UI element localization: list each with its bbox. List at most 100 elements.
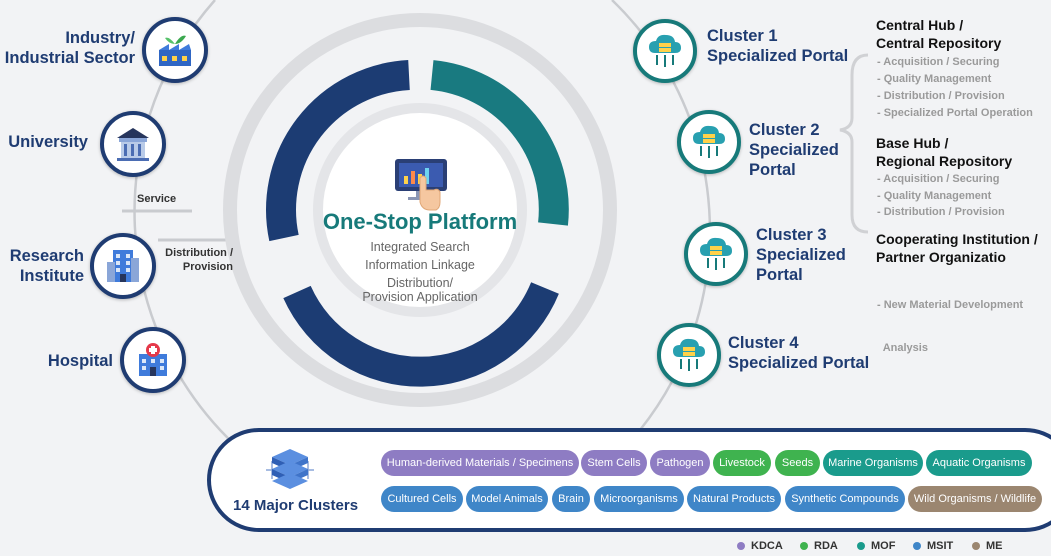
- label-line: Industrial Sector: [4, 49, 135, 67]
- legend-label: RDA: [814, 540, 838, 552]
- list-item: - Distribution / Provision: [877, 206, 1005, 218]
- label-line: University: [8, 133, 88, 151]
- label-line: Cluster 1: [707, 27, 778, 45]
- cluster-pill-marine-organisms: Marine Organisms: [823, 450, 923, 476]
- label-line: Central Hub /: [876, 17, 964, 33]
- label-line: Portal: [749, 161, 796, 179]
- cluster-pill-microorganisms: Microorganisms: [594, 486, 684, 512]
- touch-monitor-icon: [392, 156, 452, 212]
- legend-dot: [737, 542, 745, 550]
- label-line: Cluster 4: [728, 334, 799, 352]
- building-icon: [90, 233, 156, 299]
- label-line: Industry/: [65, 29, 135, 47]
- platform-inner-circle: [313, 103, 527, 317]
- cluster-pill-seeds: Seeds: [775, 450, 820, 476]
- label-line: Cluster 3: [756, 226, 827, 244]
- label-line: Central Repository: [876, 35, 1002, 51]
- list-item: - New Material Development: [877, 299, 1024, 311]
- label-line: Partner Organizatio: [876, 249, 1006, 265]
- platform-feature-provision-application: Provision Application: [362, 290, 478, 304]
- label-line: Research: [9, 247, 84, 265]
- cluster-pill-human-derived: Human-derived Materials / Specimens: [381, 450, 579, 476]
- legend-dot: [913, 542, 921, 550]
- cluster-pill-brain: Brain: [552, 486, 590, 512]
- label-line: Specialized: [756, 246, 846, 264]
- label-line: Specialized Portal: [707, 47, 849, 65]
- label-line: Provision: [182, 261, 233, 273]
- label-line: Portal: [756, 266, 803, 284]
- cluster-4-label: Cluster 4 Specialized Portal: [728, 333, 869, 373]
- label-line: Hospital: [47, 352, 113, 370]
- list-item: - Acquisition / Securing: [877, 56, 1000, 68]
- cooperating-institution-heading: Cooperating Institution / Partner Organi…: [876, 230, 1038, 266]
- cluster-3-cloud-server-icon: [684, 222, 748, 286]
- university-icon: [100, 111, 166, 177]
- list-item: - Quality Management: [877, 189, 992, 202]
- cluster-pill-cultured-cells: Cultured Cells: [381, 486, 463, 512]
- factory-plant-icon: [142, 17, 208, 83]
- platform-title: One-Stop Platform: [322, 209, 518, 234]
- bracket-brace: [839, 53, 869, 234]
- cooperating-institution-items: - New Material Development Analysis: [877, 270, 1023, 384]
- legend-item-me: ME: [972, 540, 1003, 552]
- list-item: - Quality Management: [877, 73, 992, 85]
- legend-label: MOF: [871, 540, 896, 552]
- node-label-university: University: [0, 132, 88, 152]
- node-label-research-institute: Research Institute: [0, 246, 84, 286]
- central-hub-heading: Central Hub / Central Repository: [876, 16, 1001, 52]
- label-line: Cluster 2: [749, 121, 820, 139]
- node-label-hospital: Hospital: [0, 351, 113, 371]
- base-hub-items: - Acquisition / Securing - Quality Manag…: [877, 172, 1005, 222]
- list-item: - Specialized Portal Operation: [877, 107, 1033, 119]
- platform-feature-distribution: Distribution/: [387, 276, 453, 290]
- cluster-3-label: Cluster 3 Specialized Portal: [756, 225, 846, 285]
- legend-dot: [857, 542, 865, 550]
- label-line: Cooperating Institution /: [876, 231, 1038, 247]
- cluster-1-cloud-server-icon: [633, 19, 697, 83]
- cluster-pill-stem-cells: Stem Cells: [581, 450, 647, 476]
- list-item: - Acquisition / Securing: [877, 173, 1000, 185]
- cluster-pill-pathogen: Pathogen: [650, 450, 710, 476]
- legend-label: ME: [986, 540, 1003, 552]
- donut-segment-navy-bottom: [283, 282, 559, 387]
- node-label-industry: Industry/ Industrial Sector: [0, 28, 135, 68]
- legend-label: KDCA: [751, 540, 783, 552]
- cluster-2-cloud-server-icon: [677, 110, 741, 174]
- list-item: - Distribution / Provision: [877, 90, 1005, 102]
- legend-label: MSIT: [927, 540, 954, 552]
- label-line: Regional Repository: [876, 153, 1013, 169]
- cluster-pill-aquatic-organisms: Aquatic Organisms: [926, 450, 1032, 476]
- cluster-pill-model-animals: Model Animals: [466, 486, 548, 512]
- legend-item-mof: MOF: [857, 540, 895, 552]
- cluster-pill-wild-organisms: Wild Organisms / Wildlife: [908, 486, 1042, 512]
- platform-donut: [266, 60, 569, 387]
- platform-feature-integrated-search: Integrated Search: [370, 240, 470, 254]
- donut-segment-teal: [430, 60, 569, 226]
- cluster-1-label: Cluster 1 Specialized Portal: [707, 26, 848, 66]
- hospital-icon: [120, 327, 186, 393]
- legend-dot: [972, 542, 980, 550]
- major-clusters-title: 14 Major Clusters: [233, 497, 359, 514]
- legend-item-kdca: KDCA: [737, 540, 783, 552]
- platform-outer-circle: [223, 13, 617, 407]
- cluster-pill-synthetic-compounds: Synthetic Compounds: [785, 486, 905, 512]
- legend-item-msit: MSIT: [913, 540, 953, 552]
- flow-label-distribution: Distribution / Provision: [158, 246, 233, 274]
- label-line: Specialized Portal: [728, 354, 870, 372]
- cluster-4-cloud-server-icon: [657, 323, 721, 387]
- label-line: Specialized: [749, 141, 839, 159]
- flow-label-service: Service: [137, 193, 177, 205]
- label-line: Institute: [19, 267, 84, 285]
- legend-item-rda: RDA: [800, 540, 838, 552]
- base-hub-heading: Base Hub / Regional Repository: [876, 134, 1012, 170]
- cluster-pill-livestock: Livestock: [713, 450, 771, 476]
- platform-feature-information-linkage: Information Linkage: [365, 258, 475, 272]
- label-line: Distribution /: [165, 247, 233, 259]
- cluster-pill-natural-products: Natural Products: [687, 486, 781, 512]
- cluster-2-label: Cluster 2 Specialized Portal: [749, 120, 839, 180]
- label-line: Base Hub /: [876, 135, 949, 151]
- donut-segment-navy-left: [266, 60, 411, 242]
- list-item: Analysis: [877, 342, 928, 354]
- major-clusters-box: [207, 428, 1051, 532]
